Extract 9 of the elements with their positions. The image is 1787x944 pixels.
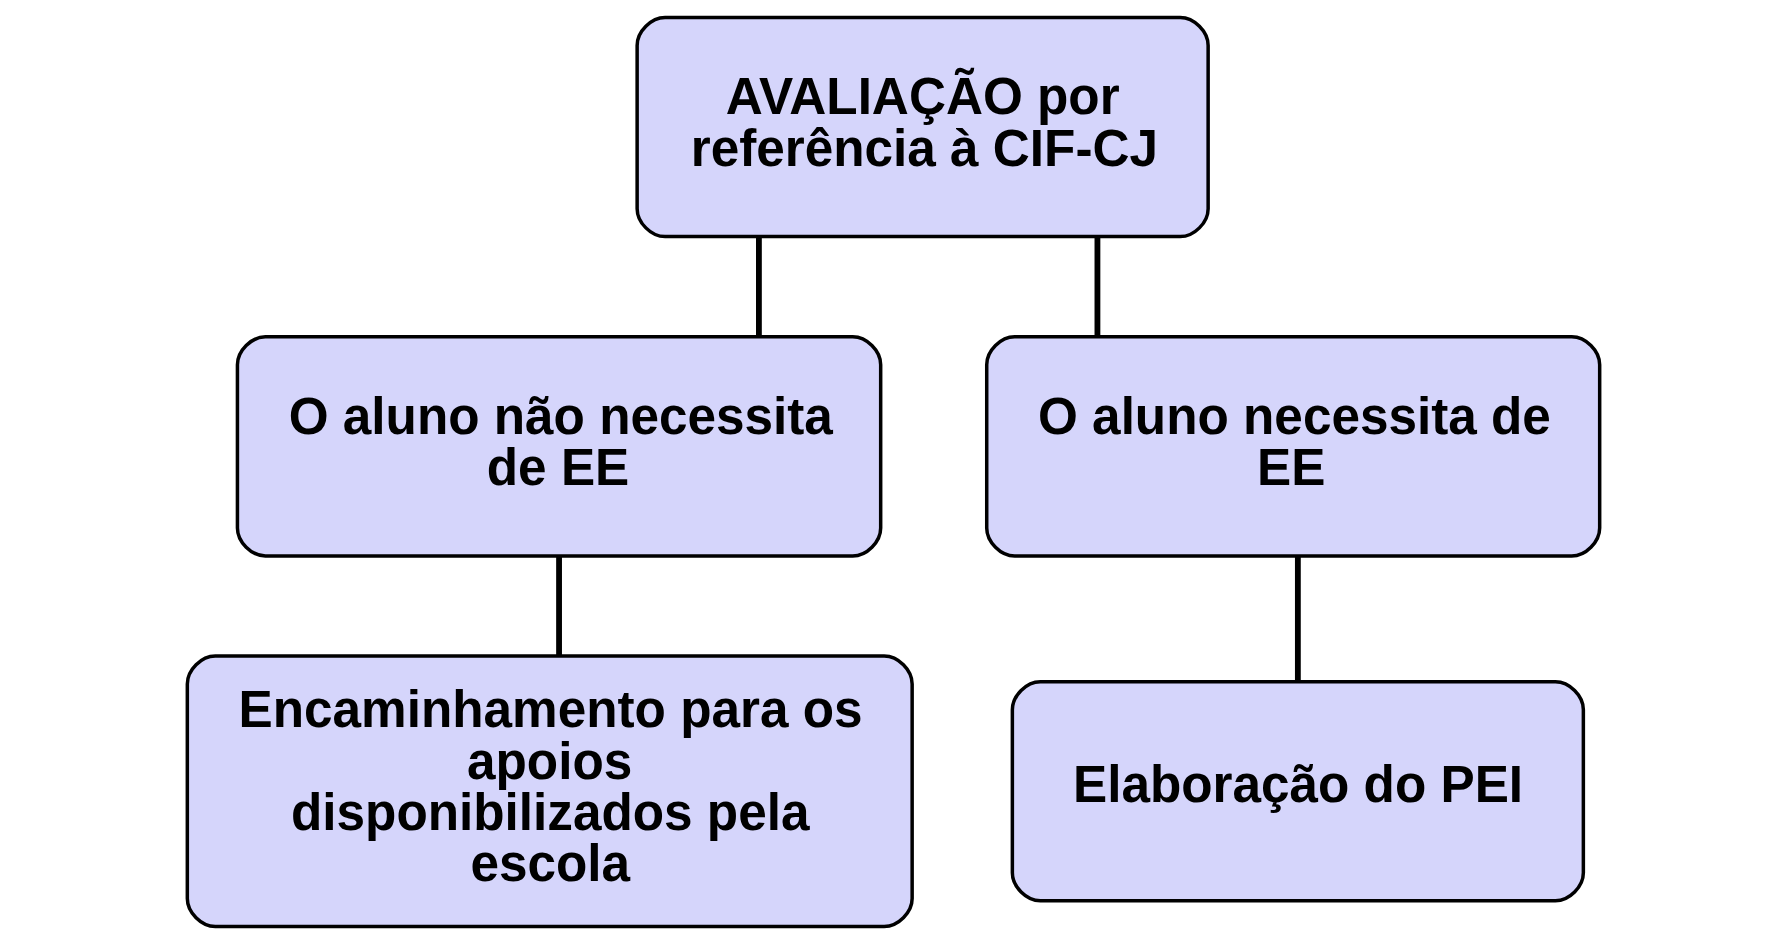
connector [1294,556,1301,682]
node-box: O aluno necessita de EE [984,335,1602,558]
connector [756,236,762,337]
node-box: O aluno não necessita de EE [235,335,883,558]
node-box: Encaminhamento para os apoios disponibilizados pela escola [185,654,914,929]
connector [1094,236,1101,337]
connector [556,556,562,656]
node-box: AVALIAÇÃO por referência à CIF-CJ [635,15,1210,239]
node-box: Elaboração do PEI [1010,680,1586,903]
